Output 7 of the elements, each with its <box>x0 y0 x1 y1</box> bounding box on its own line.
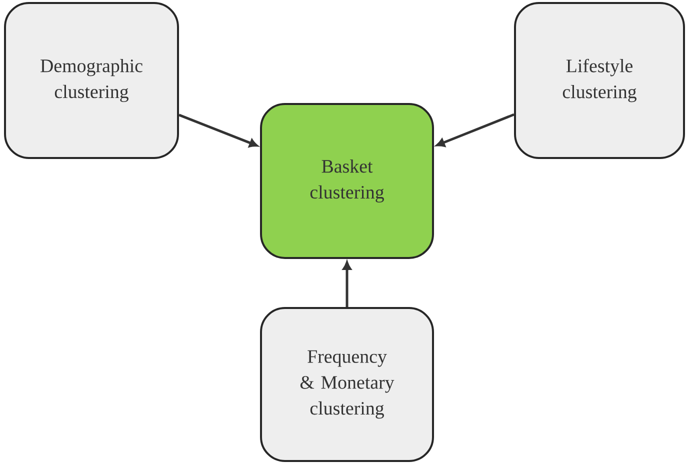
process-box: Demographic clustering <box>4 2 179 159</box>
arrow <box>436 113 514 147</box>
arrow <box>178 114 258 148</box>
highlighted-box: Basket clustering <box>260 103 434 259</box>
process-box: Frequency & Monetary clustering <box>260 307 434 462</box>
arrow <box>342 261 352 307</box>
process-box: Lifestyle clustering <box>514 2 685 159</box>
